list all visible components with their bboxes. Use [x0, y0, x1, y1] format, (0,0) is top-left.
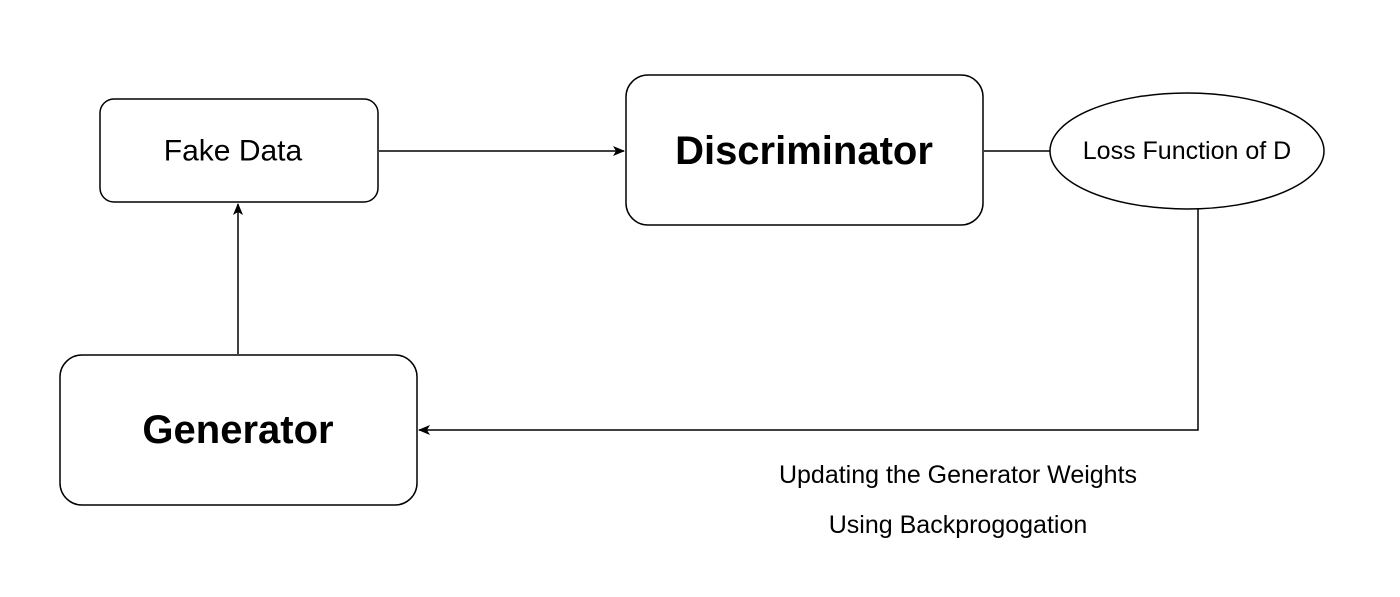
- loss-function-label: Loss Function of D: [1083, 137, 1291, 165]
- fake-data-label: Fake Data: [164, 135, 303, 168]
- fake-data-node: Fake Data: [99, 98, 379, 203]
- backprop-edge-label: Updating the Generator Weights Using Bac…: [779, 461, 1137, 539]
- discriminator-box: [625, 74, 984, 226]
- fake-data-box: [99, 98, 379, 203]
- discriminator-label: Discriminator: [675, 129, 933, 173]
- edge-loss-to-generator: [418, 209, 1199, 435]
- discriminator-node: Discriminator: [625, 74, 984, 226]
- loss-function-node: Loss Function of D: [1049, 92, 1325, 210]
- edge-label-line1: Updating the Generator Weights: [779, 461, 1137, 489]
- generator-box: [59, 354, 418, 506]
- edge-label-line2: Using Backprogogation: [829, 511, 1088, 539]
- generator-label: Generator: [142, 408, 333, 452]
- generator-node: Generator: [59, 354, 418, 506]
